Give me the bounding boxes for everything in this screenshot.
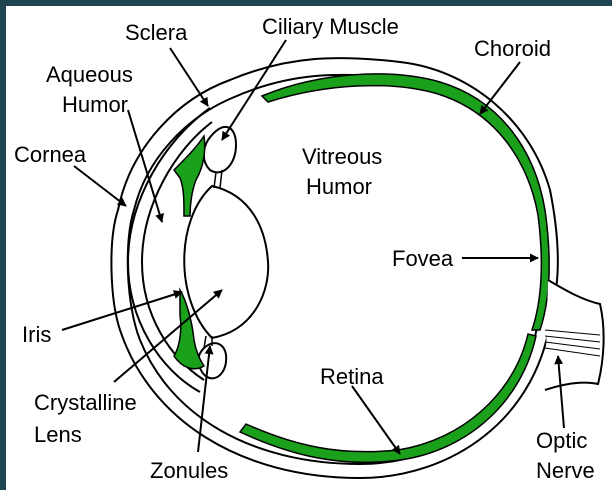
arrow-choroid: [480, 62, 520, 114]
label-crystalline-2: Lens: [34, 422, 82, 447]
label-cornea: Cornea: [14, 142, 87, 167]
label-optic-2: Nerve: [536, 458, 595, 483]
label-zonules: Zonules: [150, 458, 228, 483]
label-aqueous-1: Aqueous: [46, 62, 133, 87]
diagram-frame: Sclera Ciliary Muscle Choroid Aqueous Hu…: [6, 6, 612, 490]
label-fovea: Fovea: [392, 246, 454, 271]
label-optic-1: Optic: [536, 428, 587, 453]
label-vitreous-2: Humor: [306, 174, 372, 199]
label-iris: Iris: [22, 322, 51, 347]
label-crystalline-1: Crystalline: [34, 390, 137, 415]
label-retina: Retina: [320, 364, 384, 389]
label-aqueous-2: Humor: [62, 92, 128, 117]
label-vitreous-1: Vitreous: [302, 144, 382, 169]
eye-anatomy-diagram: Sclera Ciliary Muscle Choroid Aqueous Hu…: [6, 6, 612, 490]
arrow-cornea: [74, 166, 126, 206]
label-choroid: Choroid: [474, 36, 551, 61]
label-ciliary-muscle: Ciliary Muscle: [262, 14, 399, 39]
label-sclera: Sclera: [125, 20, 188, 45]
arrow-sclera: [170, 48, 208, 106]
ciliary-body-bottom: [198, 343, 226, 378]
